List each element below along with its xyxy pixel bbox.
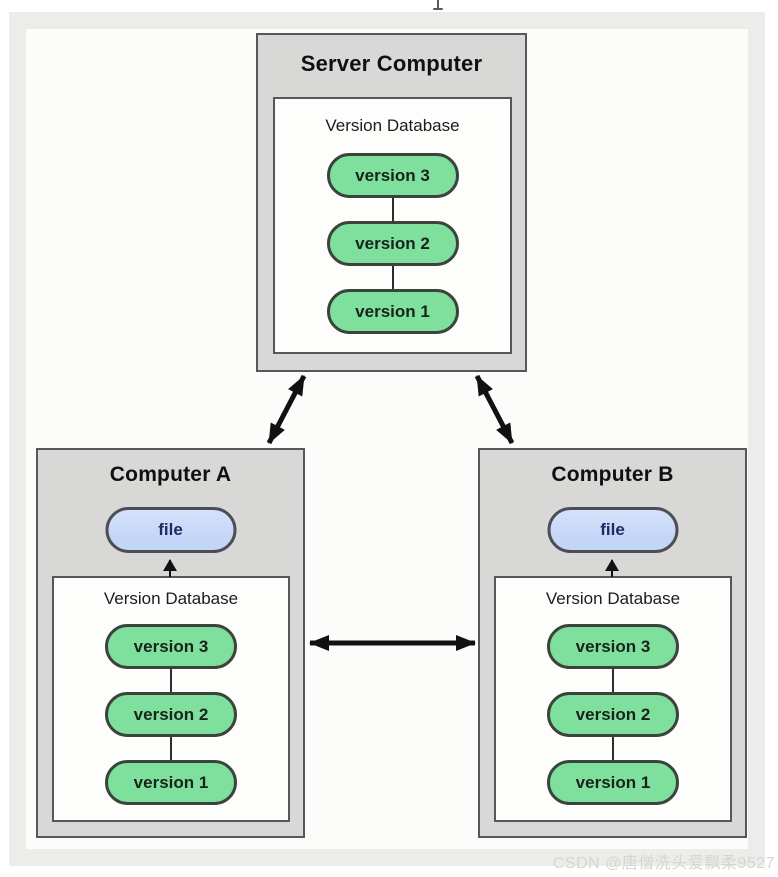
- watermark: CSDN @唐僧洗头爱飘柔9527: [552, 855, 775, 872]
- computer-b-version-database-box: Version Database version 3 version 2 ver…: [494, 576, 732, 822]
- computer-b-version-2-pill: version 2: [547, 692, 679, 737]
- computer-b-title: Computer B: [551, 463, 674, 486]
- computer-b-panel: Computer B file Version Database version…: [478, 448, 747, 838]
- version-connector-line: [170, 669, 172, 692]
- computer-b-version-1-pill: version 1: [547, 760, 679, 805]
- text-cursor-serif: [433, 8, 443, 10]
- server-version-1-pill: version 1: [326, 289, 459, 334]
- version-database-label: Version Database: [545, 589, 681, 608]
- computer-a-version-2-pill: version 2: [105, 692, 237, 737]
- version-connector-line: [612, 669, 614, 692]
- version-connector-line: [612, 737, 614, 760]
- computer-a-version-1-pill: version 1: [105, 760, 237, 805]
- computer-a-panel: Computer A file Version Database version…: [36, 448, 305, 838]
- computer-a-version-database-box: Version Database version 3 version 2 ver…: [52, 576, 290, 822]
- version-connector-line: [391, 266, 394, 289]
- version-connector-line: [170, 737, 172, 760]
- text-cursor-icon: [431, 0, 445, 11]
- computer-a-version-3-pill: version 3: [105, 624, 237, 669]
- version-connector-line: [391, 198, 394, 221]
- computer-a-file-pill: file: [105, 507, 236, 553]
- server-computer-title: Server Computer: [300, 51, 483, 76]
- version-database-label: Version Database: [103, 589, 239, 608]
- server-computer-panel: Server Computer Version Database version…: [256, 33, 527, 372]
- server-version-2-pill: version 2: [326, 221, 459, 266]
- computer-a-title: Computer A: [109, 463, 232, 486]
- version-database-label: Version Database: [325, 116, 460, 135]
- computer-b-version-3-pill: version 3: [547, 624, 679, 669]
- text-cursor-stem: [437, 0, 439, 9]
- server-version-database-box: Version Database version 3 version 2 ver…: [273, 97, 512, 354]
- server-version-3-pill: version 3: [326, 153, 459, 198]
- computer-b-file-pill: file: [547, 507, 678, 553]
